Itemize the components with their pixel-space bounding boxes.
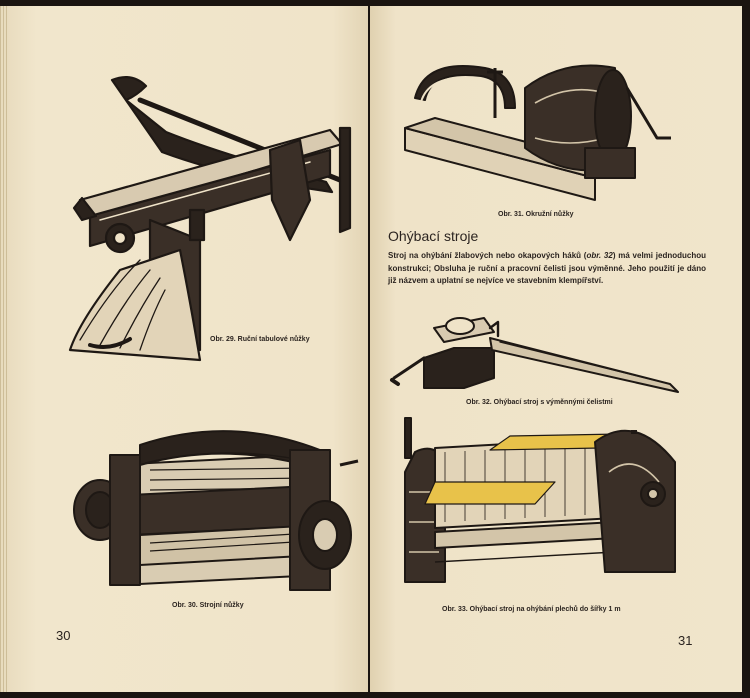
figure-32-bending-machine bbox=[390, 317, 679, 393]
right-page-number: 31 bbox=[678, 633, 693, 648]
section-heading: Ohýbací stroje bbox=[388, 228, 479, 244]
body-paragraph: Stroj na ohýbání žlabových nebo okapovýc… bbox=[388, 251, 706, 286]
figure-31-circular-shears bbox=[404, 64, 671, 201]
figure-32-caption: Obr. 32. Ohýbací stroj s výměnnými čelis… bbox=[466, 399, 613, 406]
figure-29-caption: Obr. 29. Ruční tabulové nůžky bbox=[210, 336, 310, 343]
left-page-number: 30 bbox=[56, 628, 71, 643]
page-edges bbox=[0, 6, 10, 692]
figure-33-caption: Obr. 33. Ohýbací stroj na ohýbání plechů… bbox=[442, 606, 621, 613]
figure-29-hand-shears bbox=[68, 75, 352, 362]
figure-30-machine-shears bbox=[73, 430, 359, 591]
figure-30-caption: Obr. 30. Strojní nůžky bbox=[172, 602, 244, 609]
figure-33-sheet-bender bbox=[404, 417, 676, 583]
figure-31-caption: Obr. 31. Okružní nůžky bbox=[498, 211, 574, 218]
